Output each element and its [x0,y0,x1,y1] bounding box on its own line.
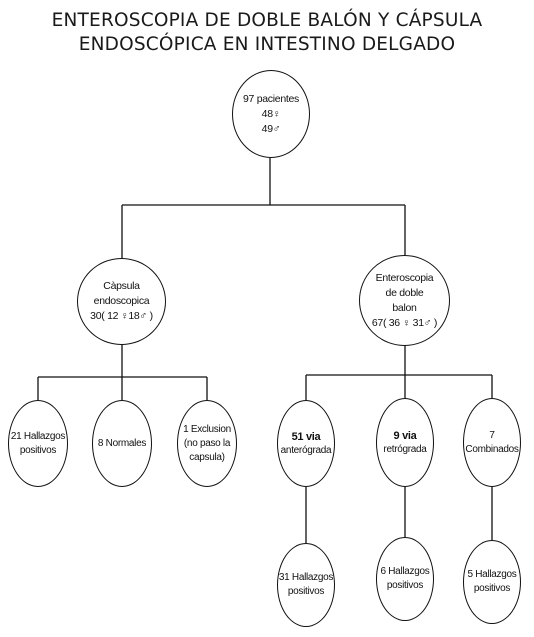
node-cap-exclusion-line-1: 1 Exclusion [183,423,231,435]
node-capsule-line-2: endoscopica [93,295,150,307]
node-capsule-endoscopy: Càpsula endoscopica 30( 12 ♀18♂ ) [77,258,166,345]
node-combined-route: 7 Combinados [463,398,521,487]
node-ant-positive-line-1: 31 Hallazgos [278,572,334,583]
node-combined-positive-findings: 5 Hallazgos positivos [463,540,521,624]
node-enteroscopy-line-2: de doble [385,286,424,299]
diagram-title-line-1: ENTEROSCOPIA DE DOBLE BALÓN Y CÁPSULA [51,10,483,31]
node-total-patients-female: 48♀ [261,107,281,120]
node-enteroscopy-counts: 67( 36 ♀ 31♂ ) [371,316,438,329]
node-anterograde-positive-findings: 31 Hallazgos positivos [277,543,335,627]
node-retrograde-route: 9 via retrógrada [376,398,434,487]
node-ret-positive-line-2: positivos [386,580,424,591]
node-capsule-line-1: Càpsula [103,280,140,292]
node-combined-line-2: Combinados [465,443,519,455]
node-comb-positive-line-2: positivos [473,583,511,594]
node-retrograde-line-1: 9 via [393,430,417,442]
node-double-balloon-enteroscopy: Enteroscopia de doble balon 67( 36 ♀ 31♂… [359,255,450,346]
node-combined-line-1: 7 [489,429,495,441]
diagram-title-line-2: ENDOSCÓPICA EN INTESTINO DELGADO [78,34,456,55]
node-capsule-exclusion: 1 Exclusion (no paso la capsula) [177,400,237,487]
node-cap-positive-line-2: positivos [19,444,57,456]
node-capsule-counts: 30( 12 ♀18♂ ) [90,310,153,322]
node-cap-positive-line-1: 21 Hallazgos [10,430,66,442]
node-cap-normal-line-1: 8 Normales [97,437,147,449]
node-enteroscopy-line-1: Enteroscopia [375,271,434,284]
node-total-patients: 97 pacientes 48♀ 49♂ [232,70,310,158]
node-anterograde-route: 51 via anterógrada [277,400,335,487]
node-ret-positive-line-1: 6 Hallazgos [380,566,430,577]
node-capsule-normal: 8 Normales [92,400,152,487]
node-anterograde-line-1: 51 via [291,430,321,443]
node-retrograde-positive-findings: 6 Hallazgos positivos [376,537,434,621]
node-enteroscopy-line-3: balon [392,301,417,314]
node-total-patients-male: 49♂ [261,122,281,135]
node-cap-exclusion-line-2: (no paso la [183,437,231,449]
node-cap-exclusion-line-3: capsula) [189,451,225,463]
node-comb-positive-line-1: 5 Hallazgos [467,569,517,580]
node-anterograde-line-2: anterógrada [280,444,332,456]
node-total-patients-label: 97 pacientes [243,92,299,105]
node-ant-positive-line-2: positivos [287,586,325,597]
node-capsule-positive-findings: 21 Hallazgos positivos [8,400,68,487]
node-retrograde-line-2: retrógrada [383,444,427,455]
